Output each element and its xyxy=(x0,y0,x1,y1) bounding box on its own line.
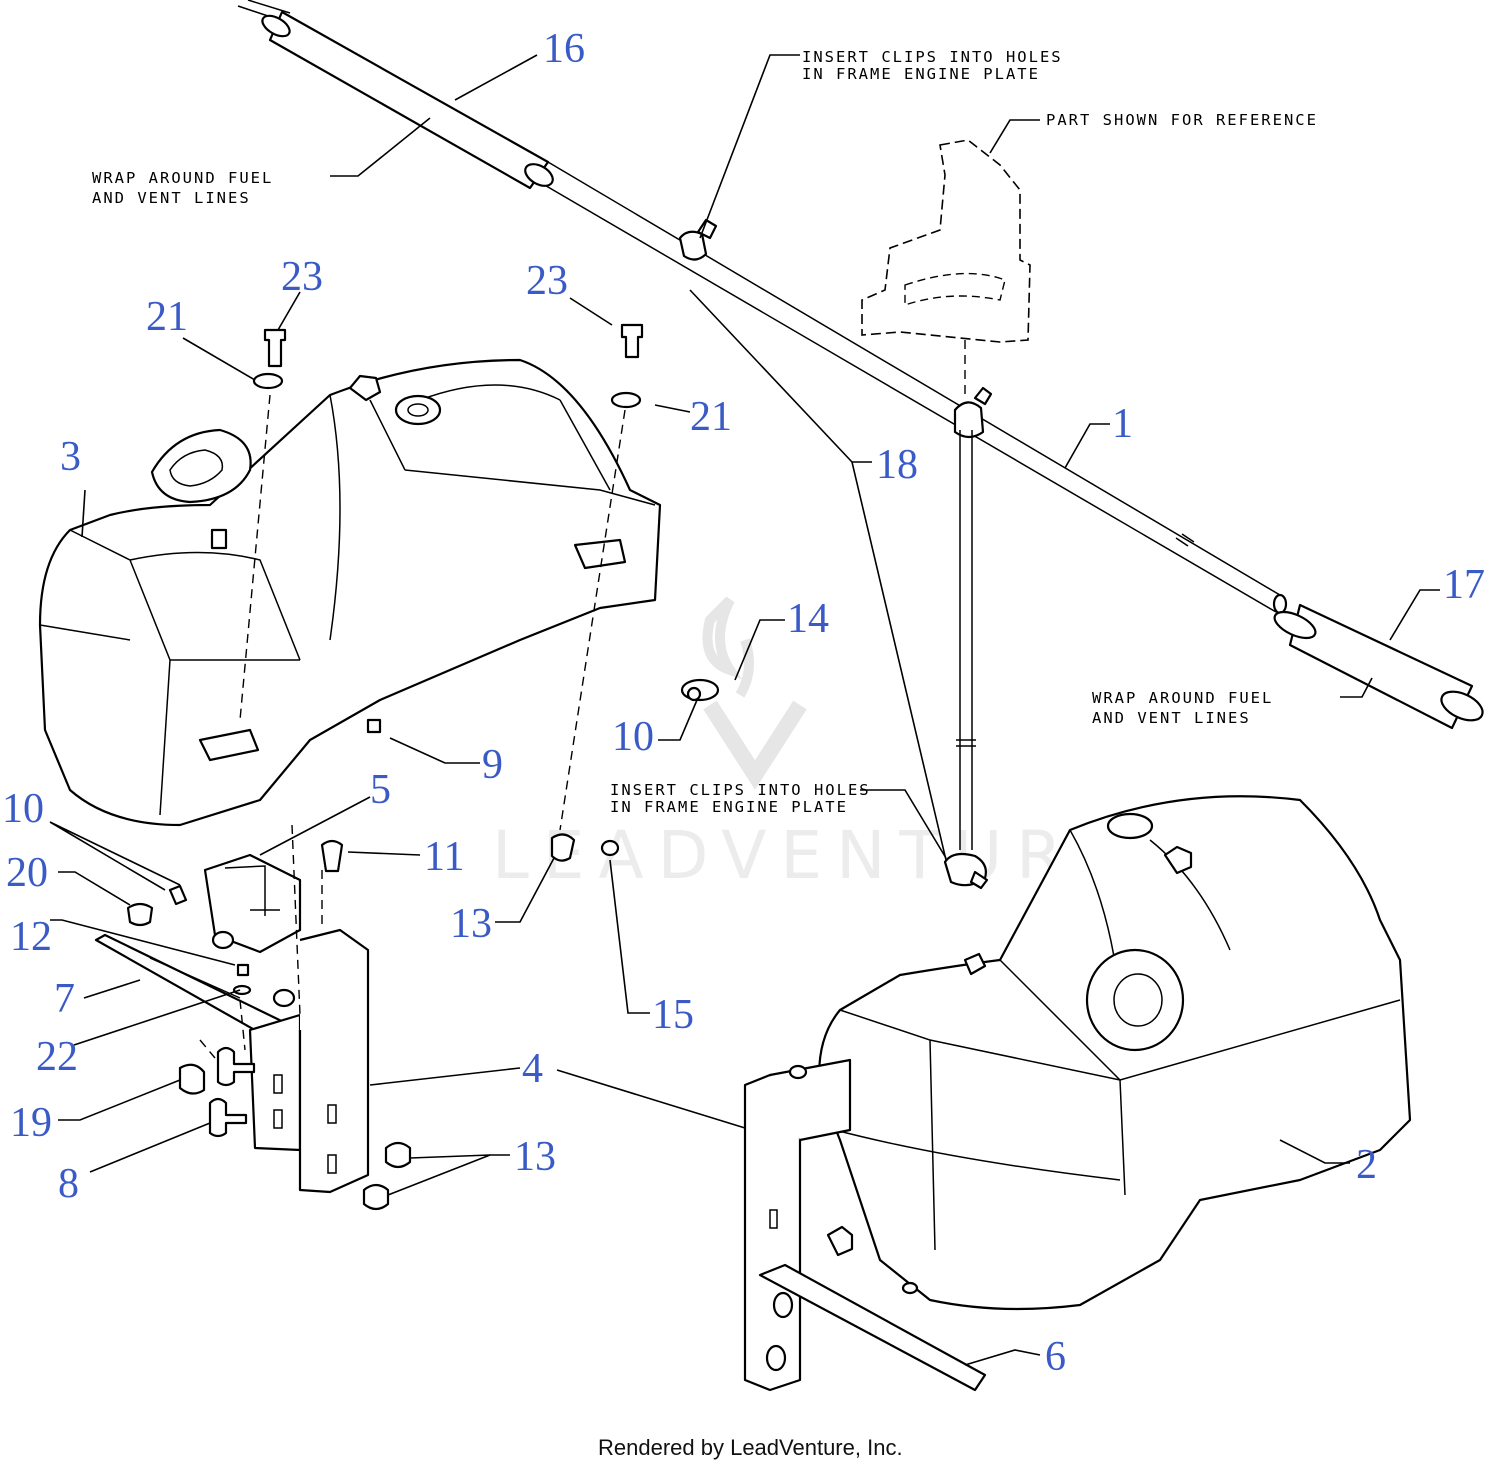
sleeve-17 xyxy=(1273,603,1484,730)
callout-21-right: 21 xyxy=(690,394,732,440)
note-insert-mid-line2: IN FRAME ENGINE PLATE xyxy=(610,798,848,816)
callout-15: 15 xyxy=(652,992,694,1038)
callout-8: 8 xyxy=(58,1161,79,1207)
callout-23: 23 xyxy=(281,254,323,300)
callout-22: 22 xyxy=(36,1034,78,1080)
callout-11: 11 xyxy=(424,834,464,880)
callout-18: 18 xyxy=(876,442,918,488)
callout-20: 20 xyxy=(6,850,48,896)
footer-credit: Rendered by LeadVenture, Inc. xyxy=(598,1435,903,1460)
callout-23-right: 23 xyxy=(526,258,568,304)
fuel-tank-right xyxy=(818,795,1412,1311)
callout-17: 17 xyxy=(1443,562,1485,608)
notes: WRAP AROUND FUEL AND VENT LINES INSERT C… xyxy=(92,48,1318,816)
callout-19: 19 xyxy=(10,1100,52,1146)
callout-10-mid: 10 xyxy=(612,714,654,760)
note-wrap-left-line1: WRAP AROUND FUEL xyxy=(92,169,273,187)
right-bracket-group xyxy=(743,1058,987,1392)
note-insert-top-line2: IN FRAME ENGINE PLATE xyxy=(802,65,1040,83)
reference-bracket xyxy=(861,139,1031,395)
fuel-line-assembly xyxy=(237,0,1288,890)
note-insert-mid-line1: INSERT CLIPS INTO HOLES xyxy=(610,781,871,799)
callout-numbers: 16 23 21 3 23 21 18 1 17 14 10 9 5 10 11… xyxy=(2,26,1485,1380)
callout-4: 4 xyxy=(522,1046,543,1092)
callout-7: 7 xyxy=(54,976,75,1022)
callout-16: 16 xyxy=(543,26,585,72)
note-insert-top-line1: INSERT CLIPS INTO HOLES xyxy=(802,48,1063,66)
callout-10-left: 10 xyxy=(2,786,44,832)
callout-5: 5 xyxy=(370,767,391,813)
callout-14: 14 xyxy=(787,596,829,642)
callout-12: 12 xyxy=(10,914,52,960)
callout-6: 6 xyxy=(1045,1334,1066,1380)
callout-3: 3 xyxy=(60,434,81,480)
sleeve-16 xyxy=(261,10,554,190)
callout-2: 2 xyxy=(1356,1142,1377,1188)
note-reference: PART SHOWN FOR REFERENCE xyxy=(1046,111,1318,129)
watermark: LEADVENTURE xyxy=(492,596,1132,894)
watermark-text: LEADVENTURE xyxy=(492,817,1132,894)
callout-1: 1 xyxy=(1112,401,1133,447)
note-wrap-right-line2: AND VENT LINES xyxy=(1092,709,1251,727)
callout-13-bottom: 13 xyxy=(514,1134,556,1180)
callout-21: 21 xyxy=(146,294,188,340)
note-wrap-left-line2: AND VENT LINES xyxy=(92,189,251,207)
callout-13-mid: 13 xyxy=(450,901,492,947)
left-bracket-group xyxy=(94,323,720,1211)
leader-lines xyxy=(49,54,1440,1366)
note-wrap-right-line1: WRAP AROUND FUEL xyxy=(1092,689,1273,707)
callout-9: 9 xyxy=(482,742,503,788)
fuel-tank-left xyxy=(38,358,662,827)
